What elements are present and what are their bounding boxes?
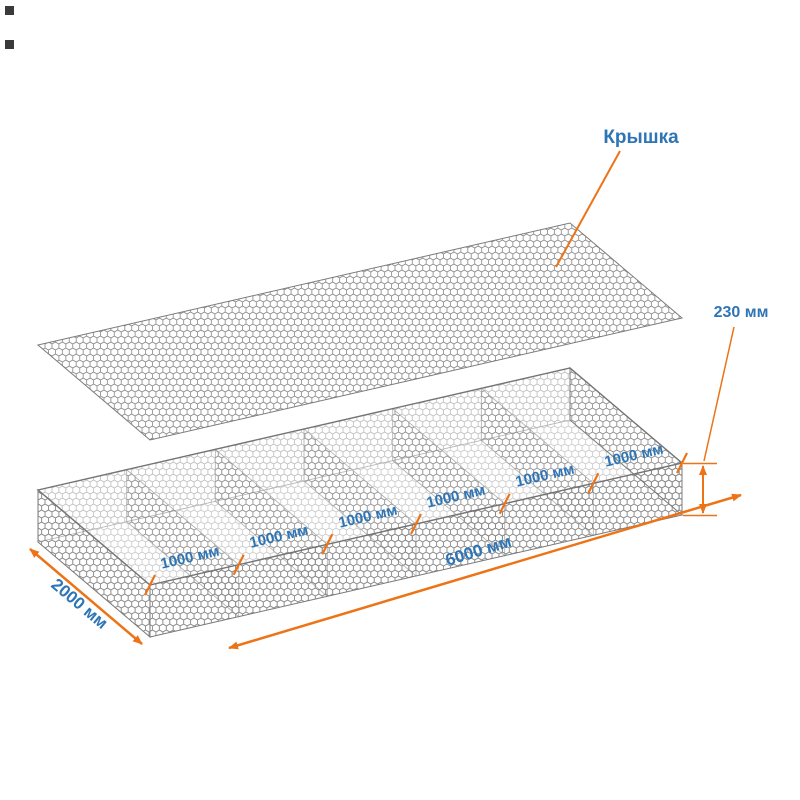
height-label: 230 мм	[714, 304, 769, 321]
lid-label: Крышка	[603, 127, 679, 148]
compartment-tick	[321, 533, 334, 555]
lid-leader-line	[555, 150, 621, 268]
compartment-tick	[144, 574, 156, 596]
compartment-ticks	[144, 452, 688, 596]
compartment-tick	[676, 452, 688, 474]
lid-mesh-panel	[36, 222, 684, 441]
height-leader-line	[703, 326, 735, 462]
corner-artifact-2	[5, 40, 14, 49]
corner-artifact-1	[5, 6, 14, 15]
width-dimension-arrow	[29, 548, 143, 645]
compartment-tick	[232, 554, 245, 576]
compartment-tick	[410, 513, 422, 535]
compartment-tick	[498, 493, 511, 515]
length-dimension-arrow	[228, 493, 742, 650]
compartment-tick	[587, 472, 600, 494]
